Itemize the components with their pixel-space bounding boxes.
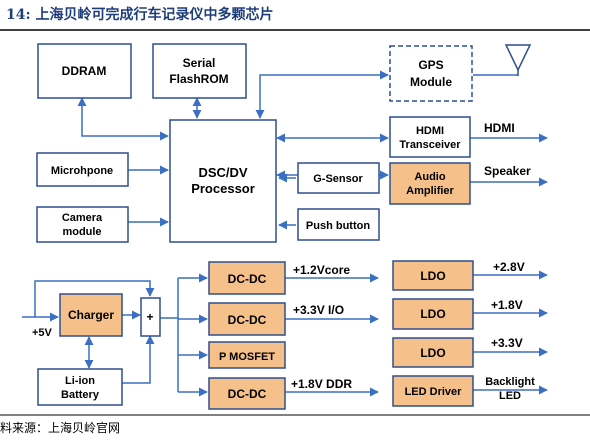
battery-label-line1: Li-ion	[65, 375, 95, 387]
gps-label-line2: Module	[410, 75, 452, 89]
p-mosfet-label: P MOSFET	[219, 351, 275, 363]
speaker-output-label: Speaker	[484, 164, 531, 178]
ldo-2v8-block	[392, 260, 474, 291]
input-5v-label: +5V	[32, 327, 53, 339]
adder-label: +	[146, 310, 153, 324]
camera-label-line1: Camera	[62, 212, 103, 224]
rail-1v2-label: +1.2Vcore	[293, 263, 350, 277]
ddram-label: DDRAM	[62, 64, 107, 78]
battery-label-line2: Battery	[61, 389, 100, 401]
processor-label-line1: DSC/DV	[198, 165, 247, 180]
dcdc-3v3-label: DC-DC	[228, 313, 267, 327]
ldo-3v3-label: LDO	[420, 346, 445, 360]
hdmi-transceiver-block	[389, 116, 471, 158]
microphone-label: Microhpone	[51, 165, 113, 177]
li-ion-battery-block	[37, 368, 123, 406]
figure-title: 14: 上海贝岭可完成行车记录仪中多颗芯片	[6, 6, 274, 23]
charger-block	[59, 293, 123, 337]
source-note: 料来源：上海贝岭官网	[0, 420, 120, 435]
push-button-label: Push button	[306, 220, 370, 232]
audio-amplifier-label-line1: Audio	[414, 171, 445, 183]
audio-amplifier-label-line2: Amplifier	[406, 185, 454, 197]
ldo-2v8-label: LDO	[420, 269, 445, 283]
ldo-1v8-label: LDO	[420, 307, 445, 321]
ldo-1v8-block	[392, 298, 474, 330]
dcdc-1v8-label: DC-DC	[228, 387, 267, 401]
rail-1v8-ddr-label: +1.8V DDR	[291, 377, 352, 391]
dcdc-1v2-label: DC-DC	[228, 272, 267, 286]
led-driver-label: LED Driver	[405, 386, 463, 398]
processor-block	[169, 119, 277, 243]
hdmi-transceiver-label-line1: HDMI	[416, 125, 444, 137]
gps-label-line1: GPS	[418, 58, 443, 72]
ldo-3v3-output-label: +3.3V	[491, 336, 523, 350]
antenna-icon	[504, 44, 532, 76]
camera-label-line2: module	[62, 226, 101, 238]
ldo-1v8-output-label: +1.8V	[491, 298, 523, 312]
push-button-block	[297, 208, 380, 241]
dcdc-3v3-block	[208, 302, 286, 336]
g-sensor-block	[297, 162, 380, 194]
camera-module-block	[36, 206, 129, 243]
gps-module-block	[389, 45, 473, 102]
audio-amplifier-block	[389, 162, 471, 205]
flashrom-label-line1: Serial	[183, 56, 216, 70]
dcdc-1v2-block	[208, 261, 286, 295]
microphone-block	[36, 152, 129, 187]
backlight-label-line2: LED	[499, 390, 521, 402]
dcdc-1v8-block	[208, 377, 286, 410]
led-driver-block	[392, 375, 474, 407]
rail-3v3-io-label: +3.3V I/O	[293, 303, 344, 317]
flashrom-label-line2: FlashROM	[169, 72, 228, 86]
ddram-block	[37, 43, 132, 99]
ldo-3v3-block	[392, 337, 474, 368]
ldo-2v8-output-label: +2.8V	[493, 260, 525, 274]
processor-label-line2: Processor	[191, 181, 255, 196]
g-sensor-label: G-Sensor	[313, 173, 363, 185]
charger-label: Charger	[68, 308, 114, 322]
adder-block	[140, 297, 161, 337]
hdmi-transceiver-label-line2: Transceiver	[399, 139, 461, 151]
hdmi-output-label: HDMI	[484, 121, 515, 135]
flashrom-block	[152, 43, 247, 99]
backlight-label-line1: Backlight	[485, 376, 535, 388]
p-mosfet-block	[208, 341, 286, 369]
